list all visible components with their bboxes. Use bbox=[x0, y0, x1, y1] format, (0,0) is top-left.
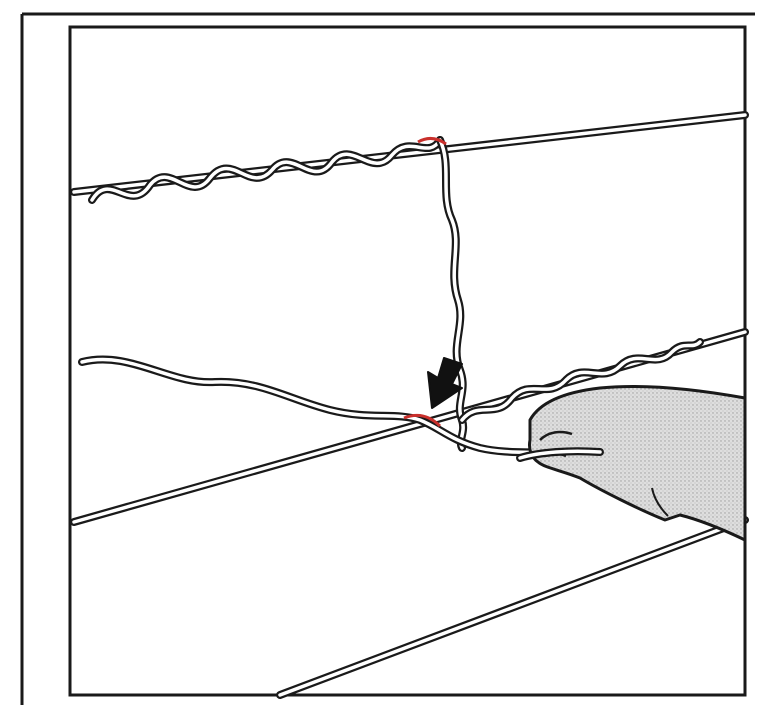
lower-line-wire bbox=[70, 328, 749, 526]
bottom-wire bbox=[276, 516, 749, 699]
upper-red-mark bbox=[417, 137, 447, 146]
lower-red-mark bbox=[403, 413, 442, 428]
hand-in-glove-icon bbox=[528, 384, 747, 542]
upper-line-wire bbox=[70, 111, 749, 196]
downward-arrow-icon bbox=[427, 357, 463, 409]
wire-tip bbox=[516, 447, 604, 462]
outer-frame bbox=[20, 12, 755, 705]
lower-wrap-coil bbox=[458, 338, 704, 424]
upper-wrap-coil bbox=[88, 136, 444, 204]
